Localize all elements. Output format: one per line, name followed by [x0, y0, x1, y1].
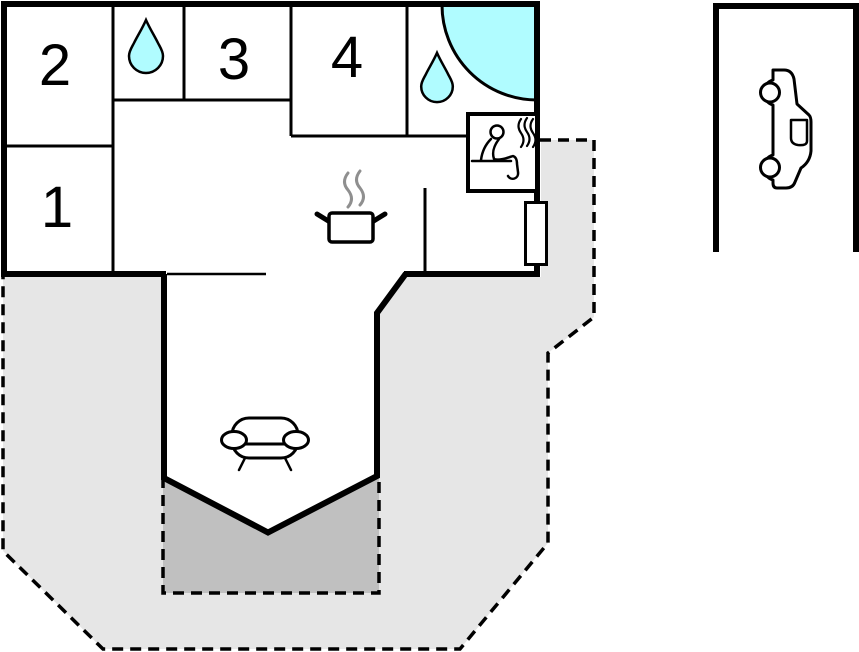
garden-plot-boundary	[1, 138, 596, 651]
interior-walls	[3, 5, 468, 273]
sauna-steam	[517, 116, 537, 149]
water-drop-icon	[419, 49, 455, 104]
stove-icon	[314, 169, 388, 244]
corner-bath-icon	[440, 3, 539, 102]
car-icon	[759, 68, 813, 190]
room-2-label: 2	[39, 33, 71, 98]
room-4-label: 4	[331, 25, 363, 90]
water-drop-icon	[127, 16, 165, 75]
carport-walls	[713, 3, 859, 252]
living-room-fill	[164, 274, 407, 532]
radiator-icon	[524, 201, 548, 266]
sofa-icon	[220, 416, 310, 472]
room-3-label: 3	[218, 27, 250, 92]
room-1-label: 1	[41, 175, 73, 240]
stove-steam	[343, 169, 365, 209]
terrace-boundary	[161, 476, 381, 595]
sauna-icon	[466, 112, 539, 193]
outer-walls	[1, 1, 540, 536]
